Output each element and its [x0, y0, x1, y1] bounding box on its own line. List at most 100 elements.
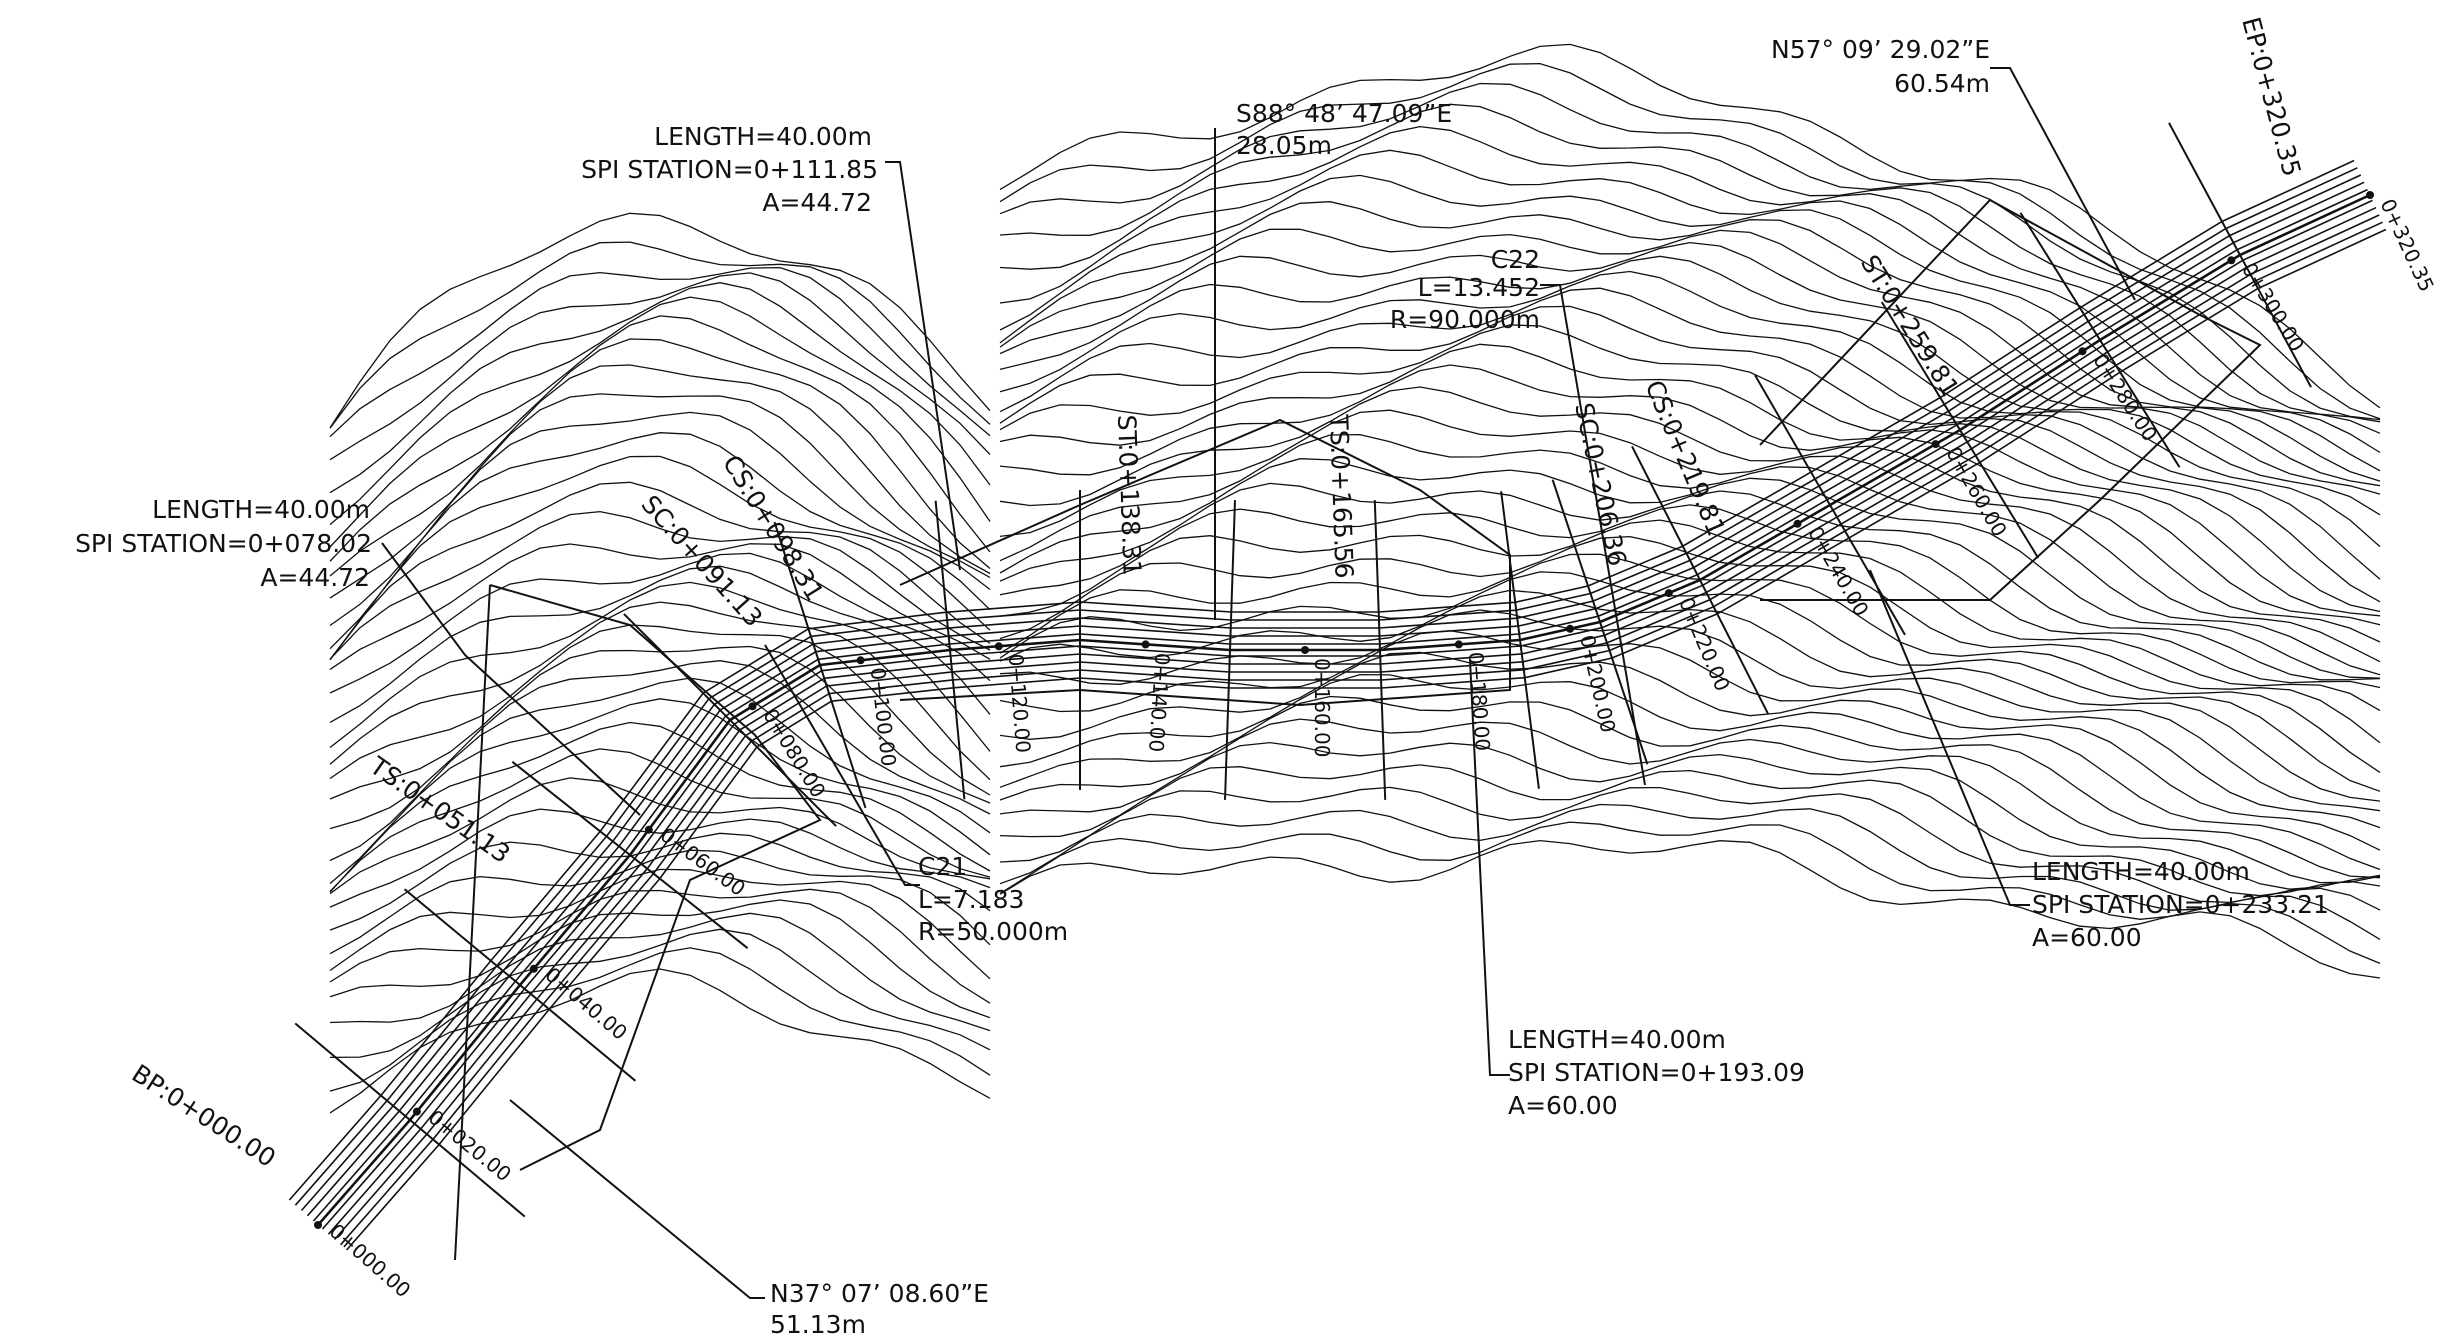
contour-line-west — [329, 296, 991, 526]
station-label: 0+120.00 — [1004, 653, 1036, 754]
station-tick — [994, 642, 1003, 651]
contour-line-west — [329, 888, 991, 1004]
svg-text:C22: C22 — [1491, 245, 1540, 274]
leader-spiral-1 — [381, 542, 641, 816]
station-label: 0+320.35 — [2375, 195, 2439, 295]
bp-label: BP:0+000.00 — [127, 1059, 281, 1173]
svg-text:R=50.000m: R=50.000m — [918, 917, 1068, 946]
svg-text:SPI STATION=0+111.85: SPI STATION=0+111.85 — [581, 155, 878, 184]
svg-text:LENGTH=40.00m: LENGTH=40.00m — [2032, 857, 2250, 886]
contour-line-east — [999, 535, 2381, 744]
contour-line-west — [329, 968, 991, 1114]
svg-text:LENGTH=40.00m: LENGTH=40.00m — [152, 495, 370, 524]
tangent-3-note: N57° 09’ 29.02”E 60.54m — [1771, 35, 1990, 98]
contour-line-west — [329, 481, 991, 661]
contour-line-east — [999, 673, 2381, 871]
station-tick — [1301, 646, 1309, 654]
contour-line-east — [999, 386, 2381, 643]
contour-line-east — [999, 62, 2381, 420]
contour-line-west — [329, 411, 991, 627]
station-tick — [412, 1107, 421, 1116]
contour-line-west — [329, 660, 991, 830]
contour-line-west — [329, 868, 991, 980]
contour-line-east — [999, 343, 2381, 617]
cut-fill-outlines — [454, 198, 2262, 1261]
roadway-edge-line — [306, 181, 2365, 1217]
tangent-1-note: N37° 07’ 08.60”E 51.13m — [770, 1279, 989, 1336]
station-tick — [1793, 519, 1802, 528]
contour-line-east — [999, 270, 2381, 548]
contour-line-west — [329, 364, 991, 577]
svg-text:L=13.452: L=13.452 — [1418, 273, 1540, 302]
station-label: 0+100.00 — [866, 666, 901, 768]
station-tick — [314, 1221, 322, 1229]
terrain-contours — [329, 43, 2381, 1114]
curve-c21-note: C21 L=7.183 R=50.000m — [918, 852, 1068, 946]
leader-c21 — [764, 644, 920, 886]
tangent-2-note: S88° 48’ 47.09”E 28.05m — [1236, 99, 1452, 160]
station-labels: 0+000.000+020.000+040.000+060.000+080.00… — [314, 191, 2439, 1302]
contour-line-west — [329, 241, 991, 429]
grading-tick — [454, 584, 491, 1261]
annotation-leaders — [381, 67, 2136, 1299]
contour-line-east — [999, 409, 2381, 663]
contour-line-west — [329, 808, 991, 908]
contour-line-east — [999, 504, 2381, 689]
grading-outline-east — [1759, 198, 2262, 601]
contour-line-west — [329, 552, 991, 694]
contour-line-east — [999, 519, 2381, 712]
roadway-edge-line — [294, 167, 2358, 1206]
leader-spiral-3 — [1469, 659, 1510, 1076]
contour-line-east — [999, 786, 2381, 911]
svg-text:SPI STATION=0+078.02: SPI STATION=0+078.02 — [75, 529, 372, 558]
station-label: 0+000.00 — [325, 1219, 416, 1303]
station-tick — [1566, 624, 1574, 633]
contour-line-east — [999, 433, 2381, 676]
contour-line-west — [329, 947, 991, 1092]
leader-spiral-4 — [1869, 569, 2030, 906]
curve-c22-note: C22 L=13.452 R=90.000m — [1390, 245, 1540, 334]
svg-text:R=90.000m: R=90.000m — [1390, 305, 1540, 334]
station-tick — [1931, 440, 1940, 449]
svg-text:LENGTH=40.00m: LENGTH=40.00m — [654, 122, 872, 151]
svg-text:SPI STATION=0+193.09: SPI STATION=0+193.09 — [1508, 1058, 1805, 1087]
contour-line-west — [329, 455, 991, 661]
contour-line-west — [329, 432, 991, 650]
cross-section-lines — [294, 122, 2312, 1218]
roadway-edge-line — [317, 193, 2371, 1226]
contour-line-east — [999, 482, 2381, 681]
contour-line-east — [999, 803, 2381, 940]
roadway-edge-line — [345, 228, 2387, 1251]
roadway-edges — [288, 159, 2387, 1251]
contour-line-east — [999, 651, 2381, 851]
svg-text:51.13m: 51.13m — [770, 1310, 866, 1336]
spiral-2-note: LENGTH=40.00m SPI STATION=0+111.85 A=44.… — [581, 122, 878, 217]
contour-line-west — [329, 282, 991, 494]
contour-line-west — [329, 832, 991, 931]
contour-line-east — [999, 287, 2381, 580]
contour-line-east — [999, 324, 2381, 613]
station-tick — [748, 702, 757, 711]
spiral-4-note: LENGTH=40.00m SPI STATION=0+233.21 A=60.… — [2032, 857, 2329, 952]
contour-line-west — [329, 315, 991, 553]
contour-line-west — [329, 677, 991, 862]
contour-line-east — [999, 82, 2381, 421]
contour-line-west — [329, 928, 991, 1059]
roadway-edge-line — [321, 199, 2373, 1230]
contour-line-west — [329, 748, 991, 892]
contour-line-west — [329, 393, 991, 599]
roadway-edge-line — [300, 174, 2362, 1212]
svg-text:L=7.183: L=7.183 — [918, 885, 1024, 914]
contour-line-east — [999, 458, 2381, 679]
svg-text:N37° 07’ 08.60”E: N37° 07’ 08.60”E — [770, 1279, 989, 1308]
contour-line-east — [999, 241, 2381, 495]
roadway-edge-line — [312, 188, 2368, 1222]
cs2-label: CS:0+219.81 — [1639, 376, 1731, 540]
svg-text:C21: C21 — [918, 852, 967, 881]
contour-line-west — [329, 698, 991, 884]
contour-line-west — [329, 721, 991, 893]
contour-line-east — [999, 764, 2381, 897]
leader-c22 — [1540, 284, 1646, 786]
contour-line-west — [329, 565, 991, 723]
